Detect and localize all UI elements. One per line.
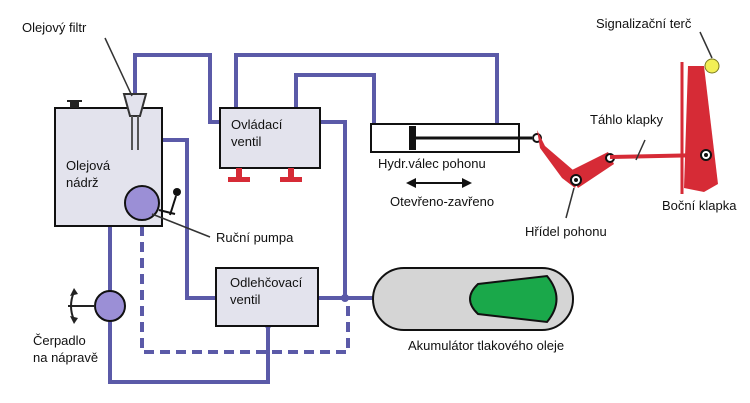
axle-pump-label-1: Čerpadlo	[33, 333, 86, 348]
relief-valve-label-1: Odlehčovací	[230, 275, 303, 290]
pipes	[108, 53, 499, 384]
accumulator-label: Akumulátor tlakového oleje	[408, 338, 564, 353]
hydraulic-cylinder: Hydr.válec pohonu Otevřeno-zavřeno	[370, 123, 542, 209]
hand-pump: Ruční pumpa	[124, 185, 294, 245]
side-flap-plate	[684, 66, 718, 192]
signal-bulb-icon	[704, 58, 720, 74]
side-flap: Signalizační terč Boční klapka	[596, 16, 737, 213]
pipe-control-to-cylinder-rod-end	[234, 53, 499, 140]
pipe-tank-to-relief-valve	[160, 138, 216, 300]
flap-rod-leader	[635, 139, 646, 161]
hand-pump-leader	[151, 213, 211, 238]
accumulator: Akumulátor tlakového oleje	[372, 267, 574, 353]
control-valve-body	[219, 107, 321, 169]
valve-pedal-left	[228, 177, 250, 182]
junction-dot	[341, 294, 349, 302]
control-valve: Ovládací ventil	[219, 107, 321, 182]
side-flap-label: Boční klapka	[662, 198, 737, 213]
hand-pump-icon	[124, 185, 160, 221]
relief-valve-body	[215, 267, 319, 327]
accumulator-bladder	[469, 274, 558, 324]
relief-valve: Odlehčovací ventil	[215, 267, 319, 327]
drive-shaft-leader	[565, 187, 575, 219]
filter-leader-line	[104, 37, 133, 97]
oil-tank-label-2: nádrž	[66, 175, 99, 190]
axle-pump-label-2: na nápravě	[33, 350, 98, 365]
pipe-control-to-cylinder-head	[294, 73, 376, 124]
hand-pump-label: Ruční pumpa	[216, 230, 294, 245]
valve-pedal-right	[280, 177, 302, 182]
filter-funnel-icon	[122, 93, 148, 117]
hand-pump-knob	[173, 188, 181, 196]
signal-target-label: Signalizační terč	[596, 16, 692, 31]
control-valve-label-2: ventil	[231, 134, 261, 149]
drive-shaft-label: Hřídel pohonu	[525, 224, 607, 239]
pipe-filter-to-control-valve	[133, 53, 233, 124]
open-close-label: Otevřeno-zavřeno	[390, 194, 494, 209]
relief-valve-label-2: ventil	[230, 292, 260, 307]
signal-target-leader	[699, 31, 713, 59]
oil-tank-label-1: Olejová	[66, 158, 111, 173]
cylinder-label: Hydr.válec pohonu	[378, 156, 486, 171]
return-lines	[140, 226, 350, 354]
oil-filter: Olejový filtr	[22, 20, 148, 150]
tank-cap-icon	[70, 101, 79, 108]
hand-pump-lever	[169, 195, 177, 216]
cylinder-piston	[409, 126, 416, 150]
pipe-control-to-accumulator	[320, 120, 385, 300]
axle-pump: Čerpadlo na nápravě	[33, 288, 126, 365]
flap-rod-label: Táhlo klapky	[590, 112, 663, 127]
flap-mechanism: Táhlo klapky Hřídel pohonu	[525, 112, 707, 239]
control-valve-label-1: Ovládací	[231, 117, 283, 132]
axle-pump-icon	[94, 290, 126, 322]
oil-filter-label: Olejový filtr	[22, 20, 87, 35]
pipe-return-dashed	[140, 226, 350, 354]
